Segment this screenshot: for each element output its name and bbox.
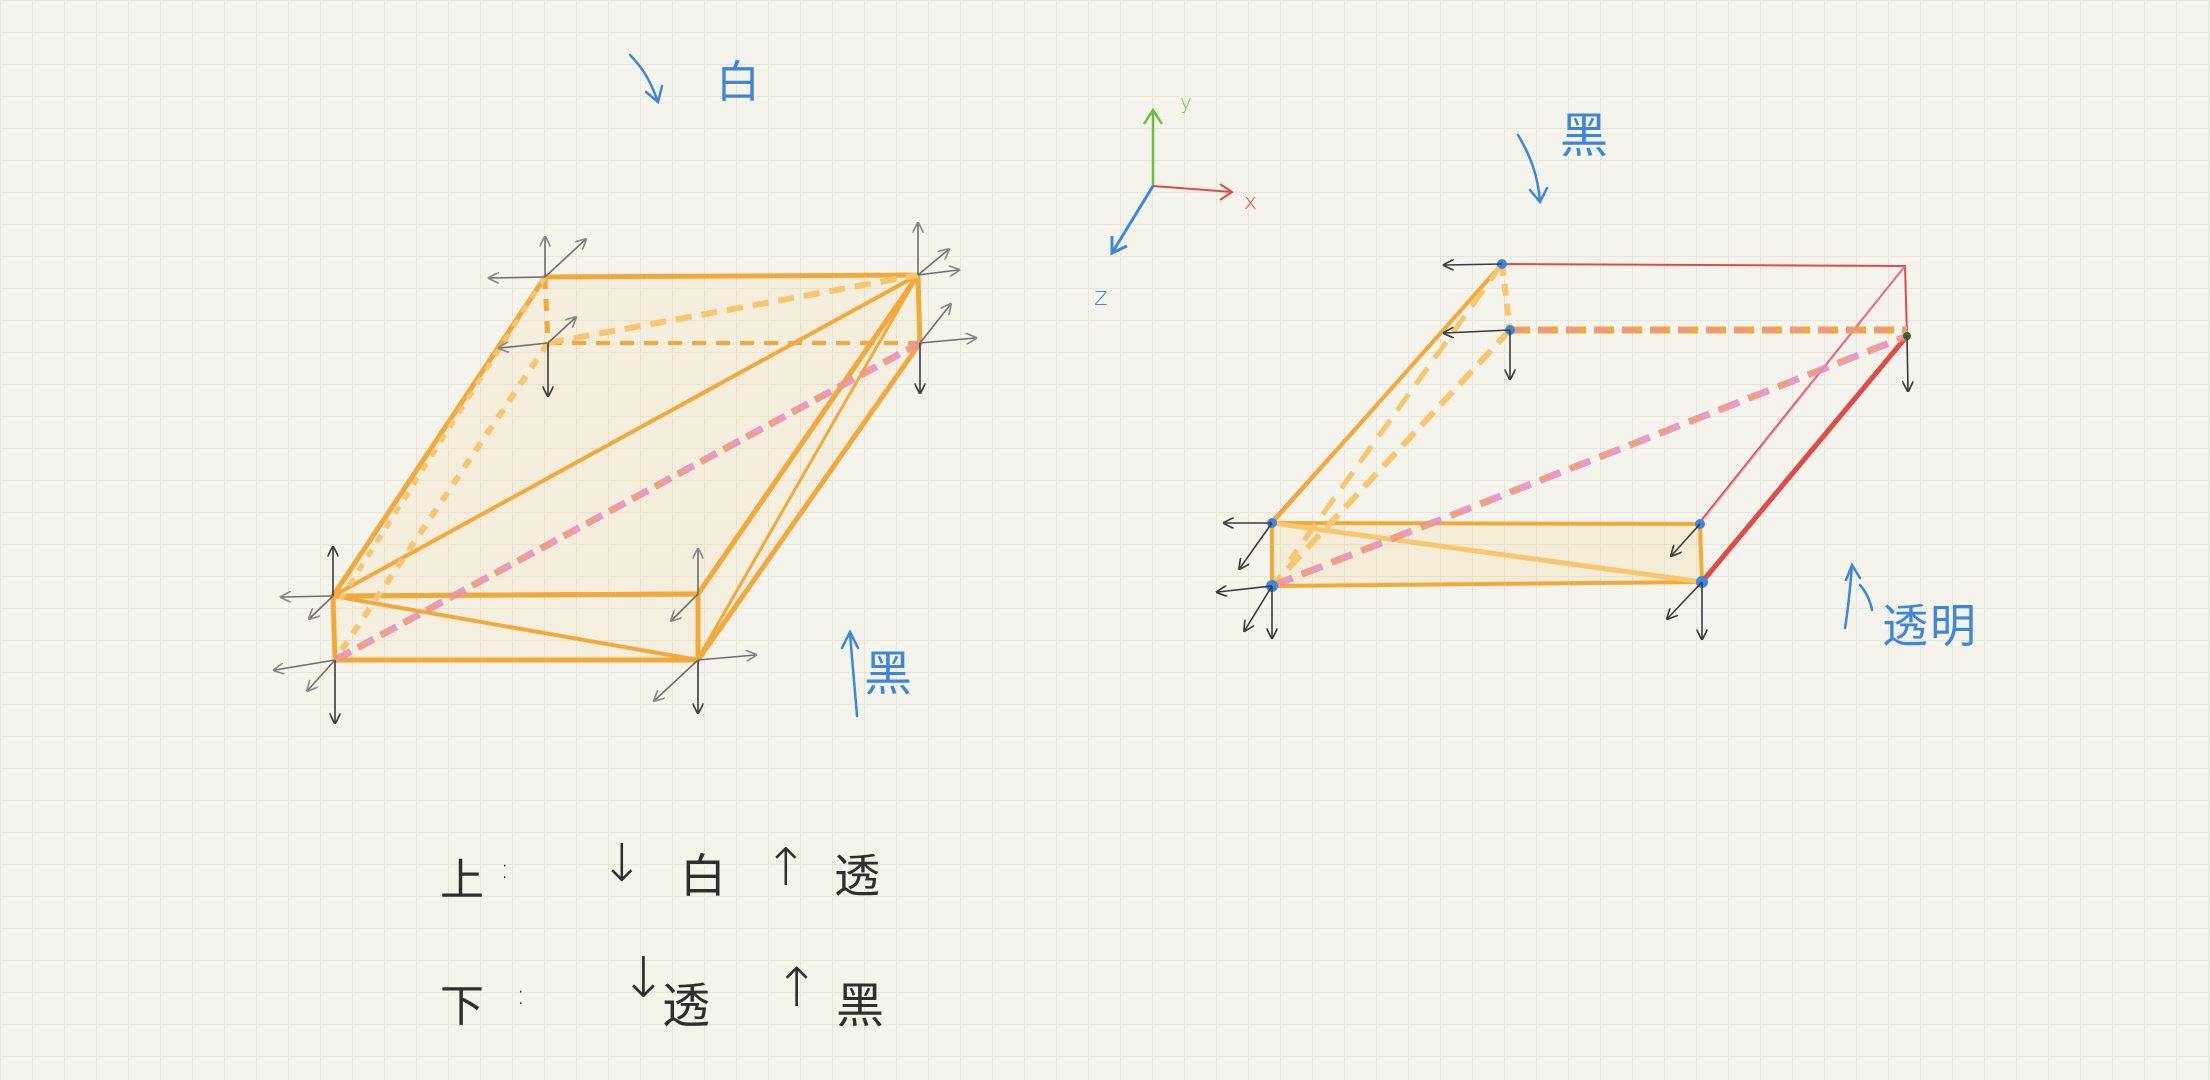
left-box-vertex-axes (275, 224, 975, 722)
left-box-hidden-edge-4 (337, 275, 548, 602)
legend-row1-up-label: 透 (834, 849, 880, 903)
axes-gizmo (1110, 107, 1234, 256)
legend-row1-prefix: 上 (440, 855, 484, 906)
legend-row2-down-label: 透 (662, 978, 711, 1034)
label-right-black: 黑 (1560, 108, 1609, 164)
legend-row2-up-arrow: ↑ (774, 956, 820, 1019)
label-right-transparent: 透明 (1882, 599, 1978, 653)
z-axis-line (1110, 185, 1155, 254)
black-down-arrow (1516, 133, 1542, 204)
axis-label-y: y (1180, 90, 1192, 114)
left-box-hidden-diagonal (547, 272, 919, 346)
black-up-arrow (848, 630, 859, 718)
axis-label-x: x (1244, 190, 1258, 215)
legend-row1-down-label: 白 (680, 849, 726, 903)
left-box-hidden-edge-3 (332, 341, 551, 662)
label-left-black: 黑 (864, 646, 913, 702)
legend-row2-down-arrow: ↓ (620, 946, 667, 1011)
left-box-hidden-edge-1 (542, 276, 551, 344)
left-box (275, 224, 975, 722)
left-box-top-diagonal (332, 273, 919, 598)
left-box-right-diagonal (698, 274, 920, 656)
legend-row1-down-arrow: ↓ (600, 834, 644, 894)
annotation-arrows (628, 53, 1874, 718)
right-box-pink-diagonal (1270, 332, 1909, 590)
left-box-front-diagonal (332, 594, 699, 662)
legend-row-1: 上 : ↓ 白 ↑ 透 (440, 834, 880, 906)
legend-row-2: 下 : ↓ 透 ↑ 黑 (440, 946, 885, 1034)
right-box-vertex-axes (1218, 264, 1908, 638)
legend-row2-prefix: 下 (440, 981, 484, 1032)
legend-row1-up-arrow: ↑ (764, 838, 808, 898)
transparent-up-arrow (1843, 563, 1854, 630)
legend-row2-up-label: 黑 (836, 978, 885, 1034)
axis-label-z: z (1094, 282, 1108, 312)
x-axis-line (1152, 185, 1233, 193)
white-arrow (628, 53, 660, 104)
label-top-white: 白 (716, 57, 760, 108)
right-box (1218, 259, 1911, 638)
